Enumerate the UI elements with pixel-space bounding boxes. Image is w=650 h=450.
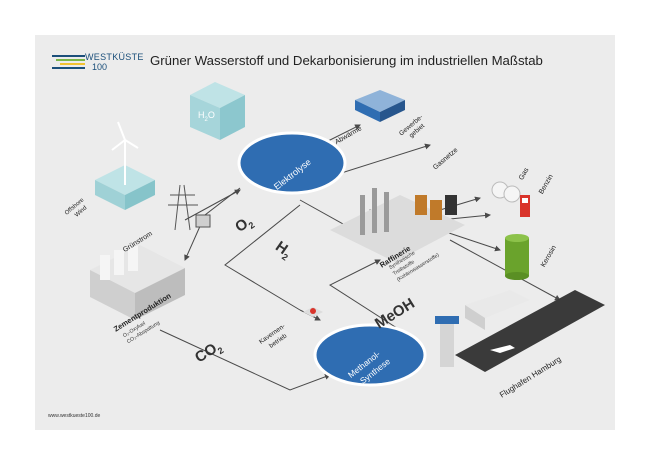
power-pylon-icon (168, 184, 211, 231)
westkueste-logo (52, 55, 85, 69)
refinery-icon (330, 188, 465, 262)
brand-number: 100 (92, 62, 108, 72)
gas-tanks-icon (491, 181, 521, 203)
water-tank-icon (190, 82, 245, 140)
cavern-icon (303, 307, 323, 317)
industrial-area-icon (355, 90, 405, 122)
methanol-node (313, 323, 427, 387)
offshore-wind-icon (95, 121, 155, 210)
elektrolyse-node (237, 131, 347, 195)
water-tank-label: H2O (198, 110, 215, 123)
cement-plant-icon (90, 245, 185, 320)
website-url: www.westkueste100.de (48, 413, 101, 419)
kerosene-barrel-icon (505, 234, 529, 280)
page-title: Grüner Wasserstoff und Dekarbonisierung … (150, 53, 543, 68)
brand-name: WESTKÜSTE (85, 52, 144, 62)
fuel-pump-icon (520, 195, 530, 217)
airport-icon (435, 290, 605, 372)
